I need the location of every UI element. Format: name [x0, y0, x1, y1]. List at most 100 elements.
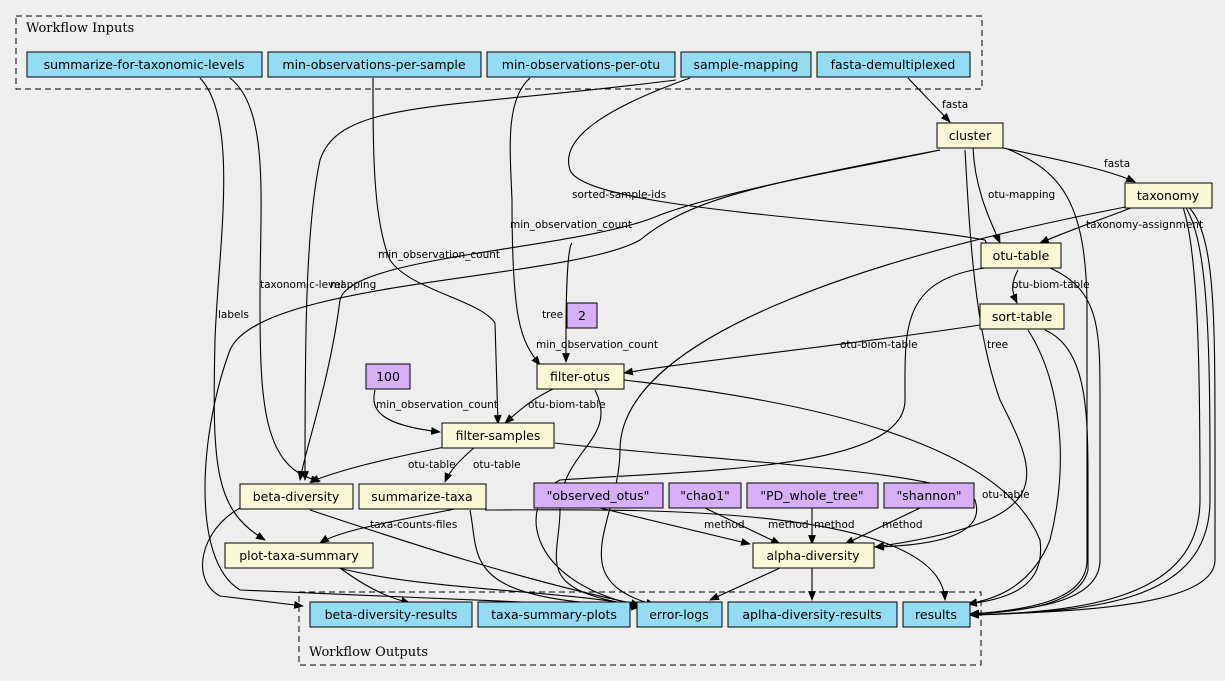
- edge: [874, 149, 1028, 550]
- node-label: aplha-diversity-results: [742, 607, 881, 622]
- process-node-cluster[interactable]: cluster: [936, 122, 1004, 149]
- edge: [599, 507, 751, 546]
- node-label: error-logs: [649, 607, 709, 622]
- node-label: cluster: [949, 128, 992, 143]
- edge: [623, 324, 981, 376]
- process-node-plot-taxa-summary[interactable]: plot-taxa-summary: [224, 542, 374, 569]
- literal-node-shannon[interactable]: "shannon": [883, 482, 975, 509]
- edge: [1002, 147, 1136, 183]
- workflow-inputs-cluster: Workflow Inputs: [15, 15, 983, 90]
- edge: [967, 329, 1061, 607]
- edge-label: otu-biom-table: [1012, 279, 1090, 291]
- edge: [600, 204, 1137, 607]
- process-node-otu-table[interactable]: otu-table: [980, 242, 1062, 269]
- edge: [334, 566, 641, 609]
- edge: [229, 77, 321, 484]
- edge-label: otu-mapping: [988, 189, 1055, 201]
- edges: [199, 77, 1216, 619]
- edge-label: otu-biom-table: [840, 339, 918, 351]
- edge: [444, 446, 476, 483]
- edge: [969, 199, 1201, 619]
- output-node-results[interactable]: results: [902, 601, 971, 628]
- edge: [1009, 269, 1019, 304]
- workflow-outputs-cluster: Workflow Outputs: [298, 591, 982, 666]
- node-label: "PD_whole_tree": [760, 488, 863, 503]
- edge: [339, 567, 411, 605]
- edge: [484, 509, 949, 601]
- edge: [562, 242, 573, 363]
- literal-node-pd-whole-tree[interactable]: "PD_whole_tree": [746, 482, 879, 509]
- workflow-inputs-label: Workflow Inputs: [26, 21, 134, 36]
- edge: [535, 267, 986, 608]
- edge: [844, 507, 921, 545]
- edge: [297, 149, 941, 481]
- edge-label: method: [768, 519, 809, 531]
- node-label: alpha-diversity: [766, 548, 860, 563]
- edge: [301, 79, 677, 481]
- literal-node-observed-otus[interactable]: "observed_otus": [533, 482, 664, 509]
- edge-label: taxa-counts-files: [370, 519, 457, 531]
- edge: [509, 77, 541, 366]
- input-node-summarize-for-taxonomic-levels[interactable]: summarize-for-taxonomic-levels: [26, 51, 263, 78]
- node-label: 100: [376, 369, 400, 384]
- edge: [709, 567, 781, 601]
- node-label: plot-taxa-summary: [239, 548, 359, 563]
- edge-label: mapping: [330, 279, 376, 291]
- edge-label: labels: [218, 309, 249, 321]
- node-label: "shannon": [896, 488, 961, 503]
- node-label: otu-table: [993, 248, 1050, 263]
- edge-label: taxonomy-assignment: [1086, 219, 1203, 231]
- literal-node-chao1[interactable]: "chao1": [668, 482, 742, 509]
- edge-labels: fasta fasta sorted-sample-ids otu-mappin…: [218, 99, 1203, 531]
- node-label: filter-samples: [456, 428, 541, 443]
- edge: [199, 77, 266, 541]
- edge-label: otu-table: [408, 459, 456, 471]
- edge: [309, 446, 446, 483]
- edge-label: taxonomic-level: [260, 279, 344, 291]
- node-label: taxa-summary-plots: [491, 607, 617, 622]
- edge-label: min_observation_count: [536, 339, 658, 351]
- process-node-alpha-diversity[interactable]: alpha-diversity: [752, 542, 875, 569]
- output-node-taxa-summary-plots[interactable]: taxa-summary-plots: [477, 601, 631, 628]
- input-node-min-observations-per-sample[interactable]: min-observations-per-sample: [267, 51, 482, 78]
- process-node-beta-diversity[interactable]: beta-diversity: [239, 483, 354, 510]
- edge-label: fasta: [1104, 158, 1130, 170]
- output-node-beta-diversity-results[interactable]: beta-diversity-results: [309, 601, 473, 628]
- edge: [372, 77, 502, 425]
- process-node-taxonomy[interactable]: taxonomy: [1124, 182, 1213, 209]
- edge: [623, 379, 1042, 607]
- node-label: sample-mapping: [694, 57, 799, 72]
- output-node-error-logs[interactable]: error-logs: [636, 601, 723, 628]
- edge: [204, 149, 941, 611]
- edge: [969, 199, 1216, 619]
- edge-label: min_observation_count: [510, 219, 632, 231]
- literal-node-2[interactable]: 2: [566, 302, 598, 329]
- edge-label: fasta: [942, 99, 968, 111]
- edge-label: sorted-sample-ids: [572, 189, 666, 201]
- process-node-sort-table[interactable]: sort-table: [979, 303, 1065, 330]
- node-label: "observed_otus": [547, 488, 650, 503]
- node-label: summarize-for-taxonomic-levels: [44, 57, 245, 72]
- node-label: beta-diversity-results: [325, 607, 458, 622]
- input-node-sample-mapping[interactable]: sample-mapping: [680, 51, 812, 78]
- edge-label: tree: [987, 339, 1008, 351]
- edge: [319, 507, 461, 544]
- input-node-min-observations-per-otu[interactable]: min-observations-per-otu: [486, 51, 676, 78]
- edge-label: min_observation_count: [378, 249, 500, 261]
- process-node-filter-otus[interactable]: filter-otus: [536, 363, 625, 390]
- process-node-filter-samples[interactable]: filter-samples: [441, 422, 555, 449]
- literal-node-100[interactable]: 100: [365, 363, 411, 390]
- edge: [373, 389, 441, 435]
- edge-label: method: [814, 519, 855, 531]
- edge: [568, 77, 994, 259]
- output-node-aplha-diversity-results[interactable]: aplha-diversity-results: [727, 601, 898, 628]
- edge-label: method: [704, 519, 745, 531]
- edge: [504, 387, 556, 424]
- edge-label: otu-table: [473, 459, 521, 471]
- input-node-fasta-demultiplexed[interactable]: fasta-demultiplexed: [816, 51, 971, 78]
- edge-label: otu-table: [982, 489, 1030, 501]
- edge: [907, 77, 951, 123]
- edge: [202, 507, 304, 609]
- process-node-summarize-taxa[interactable]: summarize-taxa: [358, 483, 487, 510]
